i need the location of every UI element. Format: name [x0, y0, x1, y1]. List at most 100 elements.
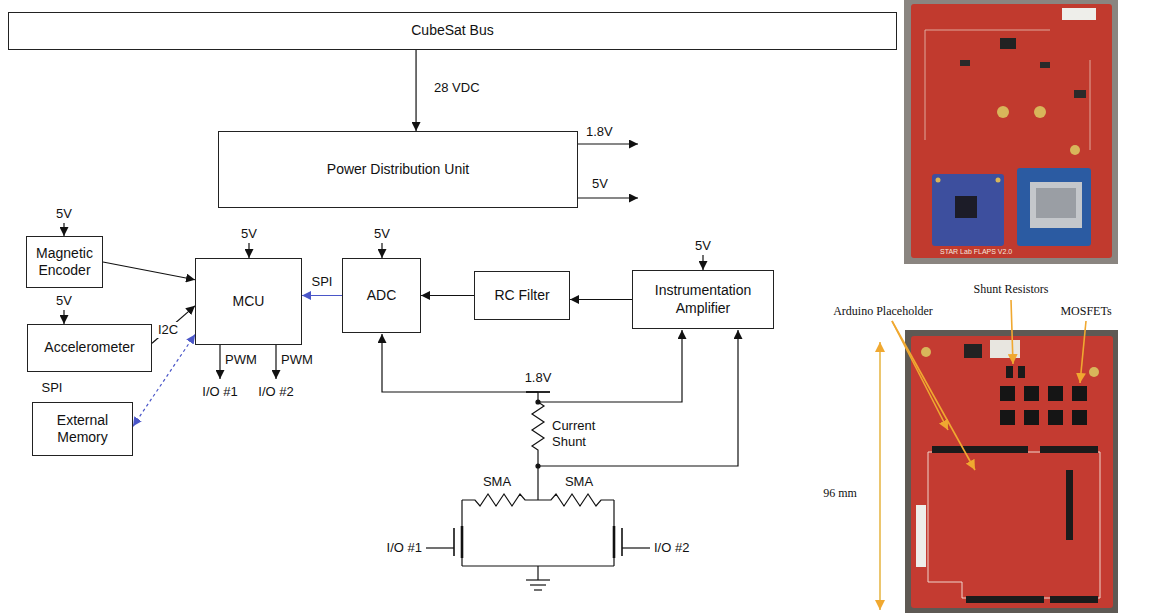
board-photo-bottom: [966, 596, 1044, 603]
process-box: Power Distribution Unit: [218, 131, 578, 208]
sense-circuit: [426, 547, 454, 548]
pwm-output: [275, 345, 276, 379]
process-box: ADC: [342, 258, 421, 333]
box-label: Instrumentation Amplifier: [639, 282, 767, 317]
board-photo-bottom: [1048, 410, 1063, 425]
supply-arrow: [578, 197, 638, 198]
sense-circuit: [613, 526, 616, 558]
board-photo-bottom: [916, 505, 926, 567]
box-label: MCU: [233, 293, 265, 311]
annotation-label: 5V: [374, 226, 390, 242]
board-photo-top: [1017, 168, 1091, 246]
board-photo-top: [904, 0, 1118, 264]
supply-arrow: [64, 144, 703, 324]
annotation-label: 5V: [56, 206, 72, 222]
board-photo-top: [925, 30, 1090, 150]
board-photo-bottom: [1066, 470, 1073, 540]
process-box: Accelerometer: [27, 324, 152, 372]
supply-arrow: [381, 243, 382, 258]
board-photo-bottom: [928, 452, 1100, 598]
annotation-label: I/O #1: [387, 540, 422, 556]
process-box: CubeSat Bus: [8, 12, 897, 50]
leader-arrow: [892, 300, 1086, 470]
process-box: RC Filter: [474, 271, 570, 320]
sense-circuit: [622, 547, 650, 548]
sense-circuit: [382, 334, 538, 392]
sense-circuit: [538, 330, 738, 466]
sense-circuit: [538, 494, 614, 506]
sense-circuit: [538, 330, 682, 402]
board-photo-bottom: [905, 330, 1118, 613]
board-photo-top: [1074, 90, 1086, 98]
leader-arrow: [1080, 321, 1086, 383]
board-photo-top: [904, 0, 1118, 264]
sense-circuit: [461, 500, 462, 566]
board-photo-top: [1062, 8, 1096, 20]
signal-label: SPI: [40, 380, 65, 396]
board-photo-bottom: [964, 344, 982, 358]
box-label: ADC: [367, 287, 397, 305]
board-photo-top: [1040, 62, 1050, 68]
board-photo-bottom: [1048, 386, 1063, 401]
sense-circuit: [534, 589, 542, 590]
signal-arrow: [302, 295, 342, 296]
annotation-label: 5V: [592, 176, 608, 192]
board-photo-top: [960, 60, 970, 66]
board-photo-bottom: [932, 446, 1028, 453]
annotation-label: 1.8V: [586, 124, 613, 140]
process-box: External Memory: [32, 402, 133, 456]
annotation-label: PWM: [225, 352, 257, 368]
annotation-label: SMA: [483, 474, 511, 490]
sense-circuit: [536, 400, 540, 404]
leader-arrow: [1011, 300, 1013, 364]
supply-arrow: [702, 255, 703, 270]
board-photo-top: [1070, 145, 1080, 155]
sense-circuit: [621, 528, 623, 556]
board-photo-bottom: [1050, 596, 1098, 603]
board-photo-bottom: [905, 330, 1118, 613]
annotation-label: STAR Lab FLAPS V2.0: [940, 248, 1012, 256]
annotation-label: Shunt Resistors: [973, 282, 1048, 296]
signal-label: SPI: [310, 274, 335, 290]
annotation-label: MOSFETs: [1060, 304, 1111, 318]
annotation-label: 5V: [695, 238, 711, 254]
annotation-label: Current Shunt: [552, 418, 614, 449]
board-photo-bottom: [1072, 410, 1087, 425]
annotation-label: I/O #1: [202, 384, 237, 400]
board-photo-bottom: [1006, 366, 1013, 378]
board-photo-top: [936, 178, 941, 183]
board-photo-bottom: [1000, 410, 1015, 425]
signal-label: I2C: [156, 322, 180, 338]
sense-circuit: [461, 526, 464, 558]
sense-circuit: [613, 500, 614, 566]
board-photo-bottom: [1024, 410, 1039, 425]
board-photo-top: [1030, 182, 1082, 228]
annotation-label: 5V: [56, 293, 72, 309]
signal-arrow: [152, 306, 195, 343]
sense-circuit: [537, 566, 538, 580]
board-photo-top: [996, 178, 1001, 183]
process-box: MCU: [195, 258, 302, 345]
box-label: RC Filter: [494, 287, 549, 305]
annotation-label: 1.8V: [525, 370, 552, 386]
dimension-arrow: [879, 342, 881, 610]
sense-circuit: [537, 466, 538, 500]
supply-arrow: [63, 310, 64, 324]
box-label: Accelerometer: [44, 339, 134, 357]
board-photo-top: [997, 106, 1009, 118]
annotation-label: 5V: [241, 226, 257, 242]
board-photo-top: [1000, 38, 1016, 49]
sense-circuit: [532, 392, 544, 466]
sense-circuit: [462, 494, 538, 506]
board-photo-bottom: [1000, 386, 1015, 401]
board-photo-bottom: [1040, 446, 1098, 453]
signal-arrow: [570, 299, 632, 300]
box-label: Magnetic Encoder: [33, 245, 96, 280]
pwm-output: [220, 345, 276, 379]
pwm-output: [219, 345, 220, 379]
leader-arrow: [892, 321, 975, 470]
